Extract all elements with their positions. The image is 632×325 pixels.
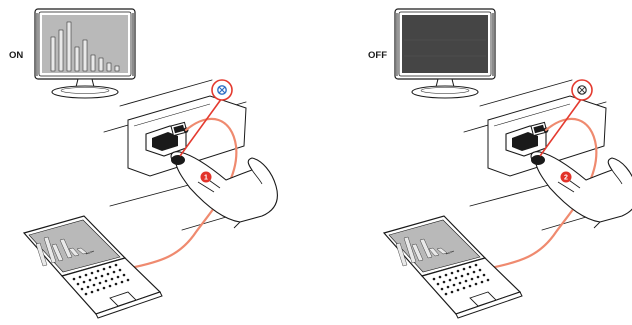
step-number: 1: [204, 175, 208, 182]
state-label-on: ON: [9, 50, 23, 61]
laptop-icon: [24, 216, 162, 318]
laptop-icon: [384, 216, 522, 318]
monitor-screen: [402, 15, 488, 73]
indicator-icon: [578, 86, 586, 94]
panel-off: OFF 2: [368, 9, 632, 318]
indicator-icon: [218, 86, 226, 94]
state-label-off: OFF: [368, 50, 387, 61]
pointing-hand-icon: [531, 152, 632, 228]
pointing-hand-icon: [171, 152, 277, 228]
panel-on: ON 1: [9, 9, 277, 318]
step-number: 2: [564, 175, 568, 182]
